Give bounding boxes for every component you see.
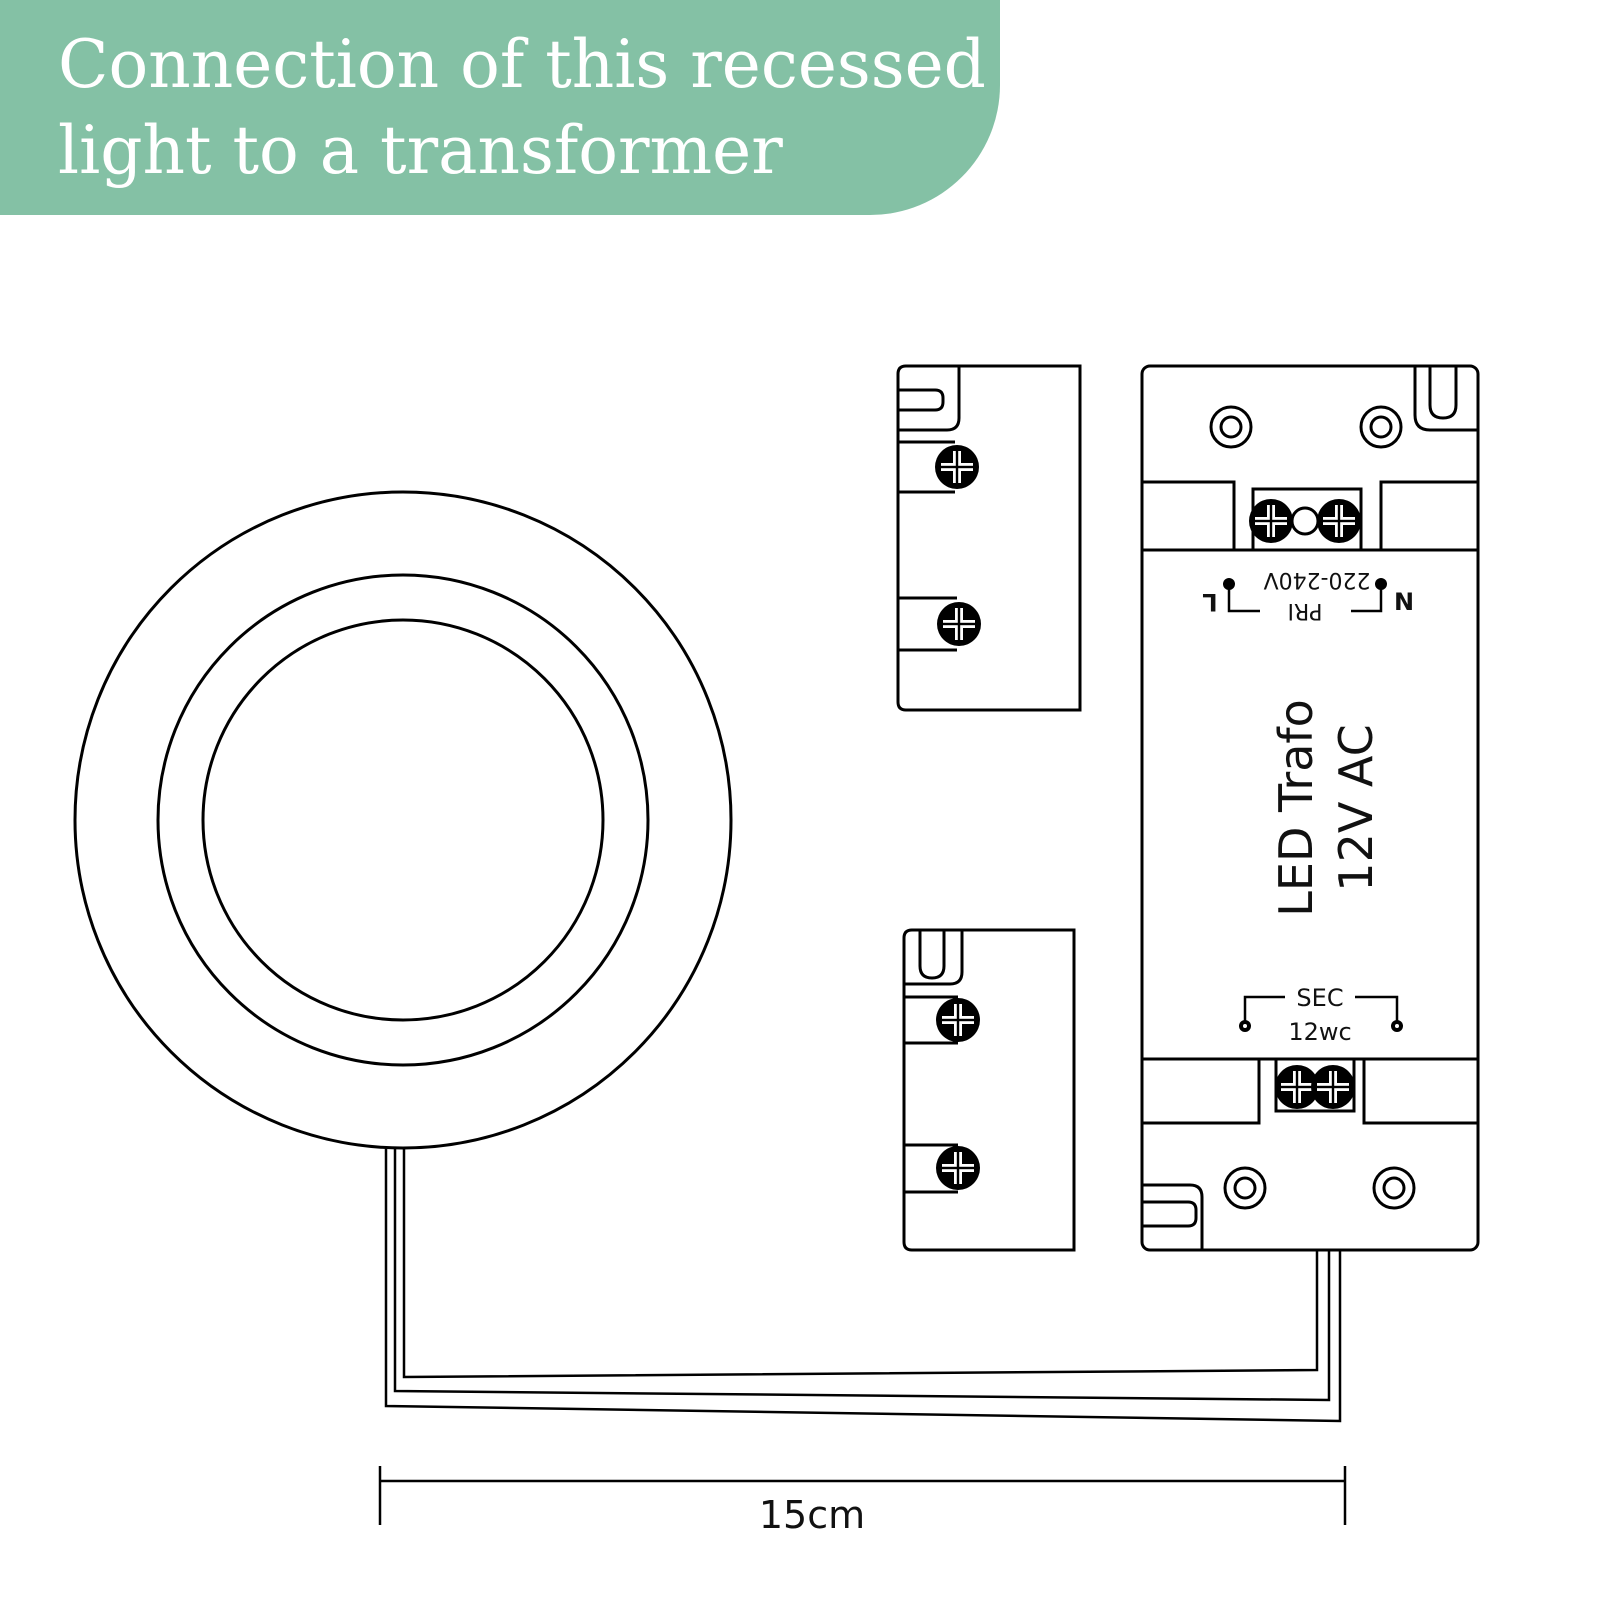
page-title: Connection of this recessed light to a t… xyxy=(58,22,986,194)
title-line-2: light to a transformer xyxy=(58,112,783,189)
dimension-label: 15cm xyxy=(759,1493,865,1537)
terminal-l-label: L xyxy=(1202,588,1217,616)
screw-icon xyxy=(1317,499,1361,543)
light-middle-ring xyxy=(156,573,650,1067)
transformer-body xyxy=(1140,364,1480,1252)
secondary-label-group: SEC 12wc xyxy=(1239,984,1403,1046)
mount-hole-icon xyxy=(1223,1166,1267,1210)
transformer-name: LED Trafo xyxy=(1269,699,1323,917)
primary-label-group: 220-240V PRI L N xyxy=(1202,567,1414,623)
title-banner: Connection of this recessed light to a t… xyxy=(0,0,1000,215)
wire-middle xyxy=(393,1148,1331,1402)
terminal-block-bottom xyxy=(902,928,1076,1252)
transformer-output: 12V AC xyxy=(1329,724,1383,891)
terminal-n-label: N xyxy=(1394,588,1414,616)
transformer: 220-240V PRI L N LED Trafo 12V AC SEC 12… xyxy=(1140,364,1480,1252)
secondary-label: SEC xyxy=(1296,984,1343,1012)
mount-hole-icon xyxy=(1372,1166,1416,1210)
terminal-block-top xyxy=(896,364,1082,712)
screw-icon xyxy=(937,602,981,646)
primary-voltage: 220-240V xyxy=(1264,567,1371,592)
screw-icon xyxy=(1311,1065,1355,1109)
screw-icon xyxy=(1249,499,1293,543)
mount-hole-icon xyxy=(1209,405,1253,449)
mount-hole-icon xyxy=(1359,405,1403,449)
wire-inner xyxy=(402,1148,1319,1379)
light-lens xyxy=(201,618,605,1022)
screw-icon xyxy=(935,445,979,489)
title-line-1: Connection of this recessed xyxy=(58,26,986,103)
secondary-voltage: 12wc xyxy=(1288,1018,1351,1046)
screw-icon xyxy=(936,1146,980,1190)
wire-outer xyxy=(384,1148,1342,1423)
connection-cable xyxy=(384,1148,1342,1423)
dimension-indicator: 15cm xyxy=(378,1466,1347,1537)
light-outer-ring xyxy=(73,490,733,1150)
recessed-light xyxy=(73,490,733,1150)
screw-icon xyxy=(936,998,980,1042)
primary-label: PRI xyxy=(1287,598,1322,623)
